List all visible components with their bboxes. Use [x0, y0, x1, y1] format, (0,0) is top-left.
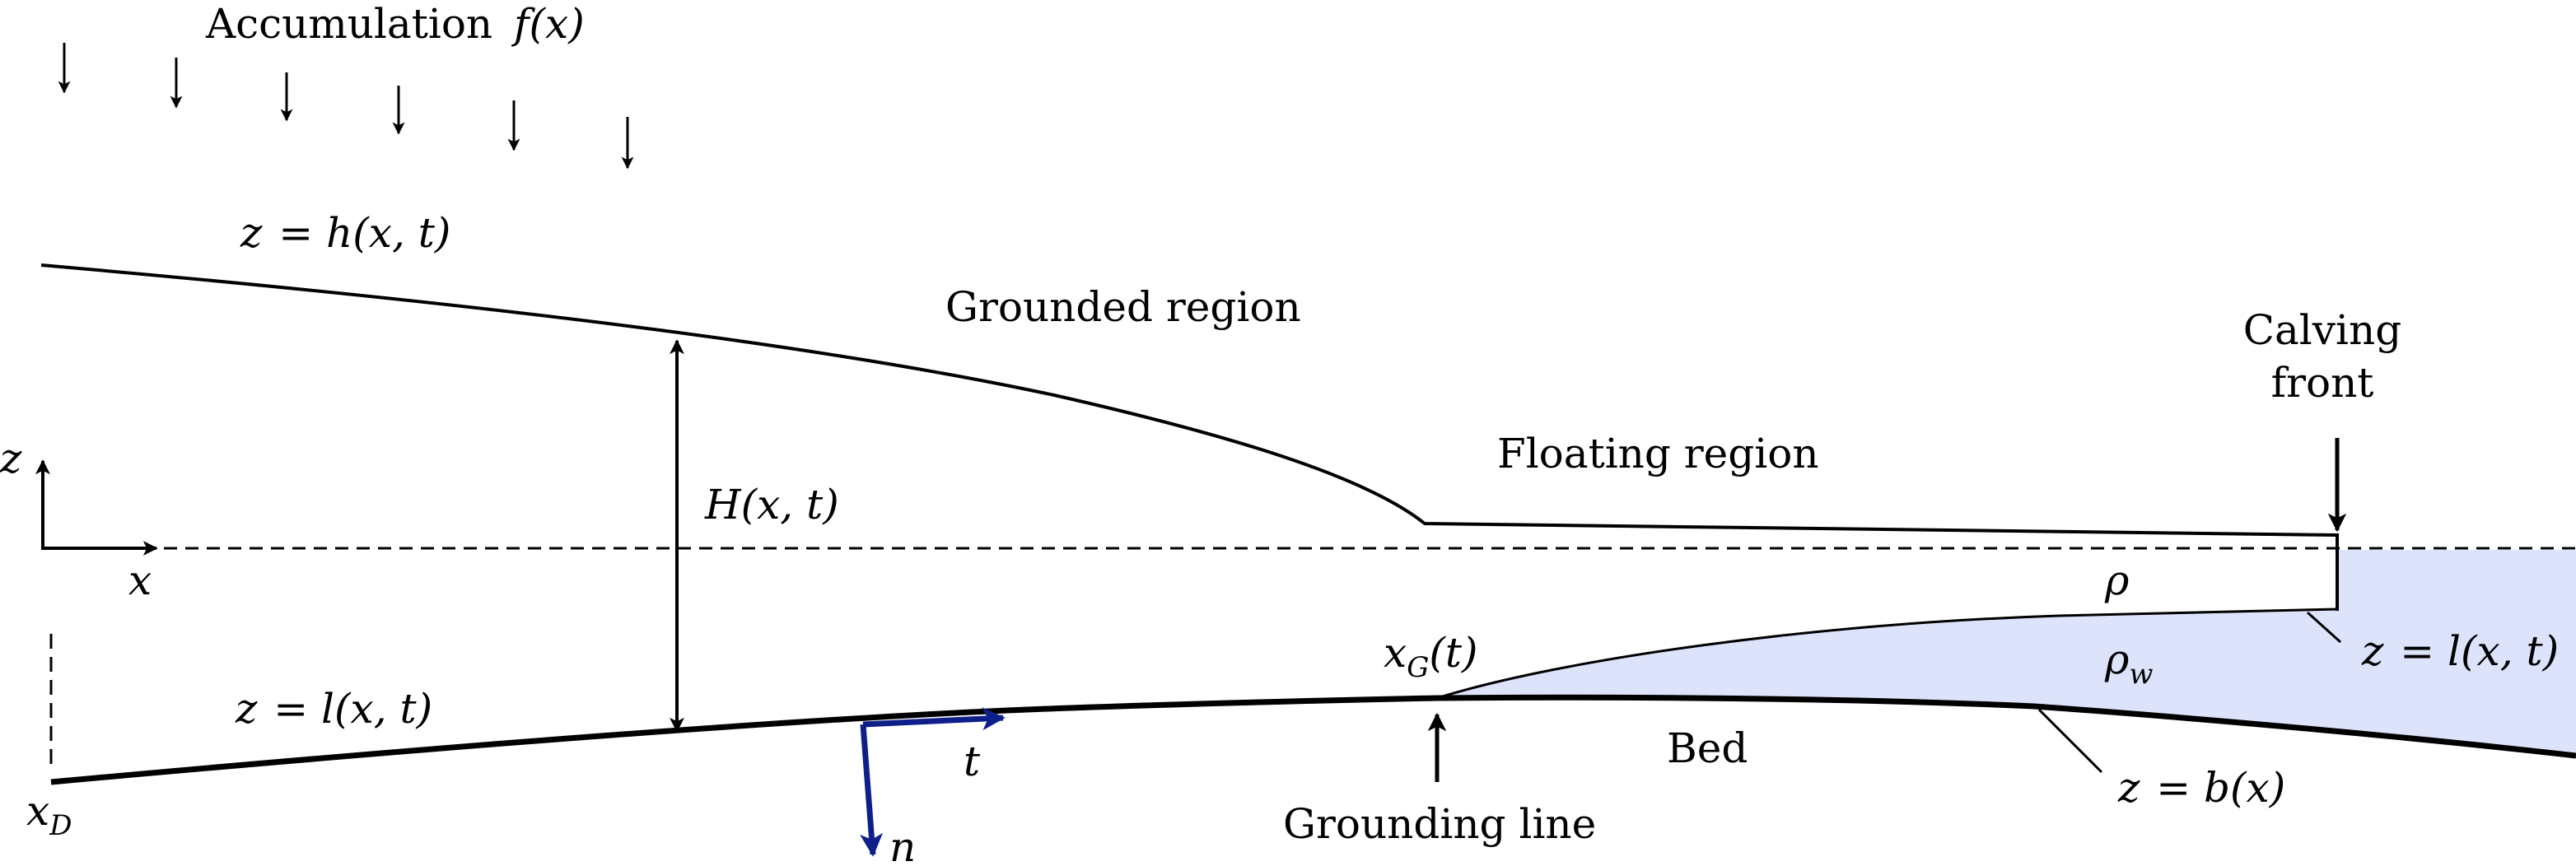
grounding-position-label: xG(t) [1384, 629, 1477, 684]
upper-surface-line [40, 263, 2339, 611]
bed-elevation-label: z = b(x) [2117, 764, 2285, 812]
bed-label: Bed [1667, 724, 1748, 772]
boundary-vectors [860, 707, 1006, 857]
grounding-line-label: Grounding line [1283, 800, 1596, 848]
bed-leader [2037, 708, 2103, 774]
base-right-leader [2306, 611, 2342, 644]
surface-elevation-label: z = h(x, t) [240, 209, 450, 257]
shelf-base-line [1436, 608, 2338, 700]
normal-vector-label: n [889, 823, 916, 866]
normal-vector-icon [860, 724, 884, 857]
floating-region-label: Floating region [1497, 430, 1819, 477]
calving-front-label-line1: Calving [2243, 306, 2402, 354]
grounded-base-label: z = l(x, t) [235, 685, 432, 733]
bed-line [50, 694, 2576, 785]
water-density-label: ρw [2104, 636, 2154, 691]
axis-z-label: z [0, 435, 22, 482]
coordinate-axes [35, 459, 158, 556]
ice-density-label: ρ [2104, 556, 2130, 604]
ocean-water [1437, 550, 2576, 756]
calving-front-label-line2: front [2271, 359, 2374, 407]
shelf-base-label: z = l(x, t) [2361, 627, 2559, 675]
divide-position-label: xD [26, 787, 72, 842]
accumulation-arrows [58, 43, 634, 170]
accumulation-label: Accumulation f(x) [205, 0, 585, 48]
grounded-region-label: Grounded region [945, 283, 1301, 331]
thickness-label: H(x, t) [704, 481, 839, 528]
axis-x-label: x [128, 556, 152, 604]
tangent-vector-label: t [964, 738, 981, 785]
tangent-vector-icon [862, 707, 1006, 731]
axis-arrow-icon [35, 459, 158, 556]
